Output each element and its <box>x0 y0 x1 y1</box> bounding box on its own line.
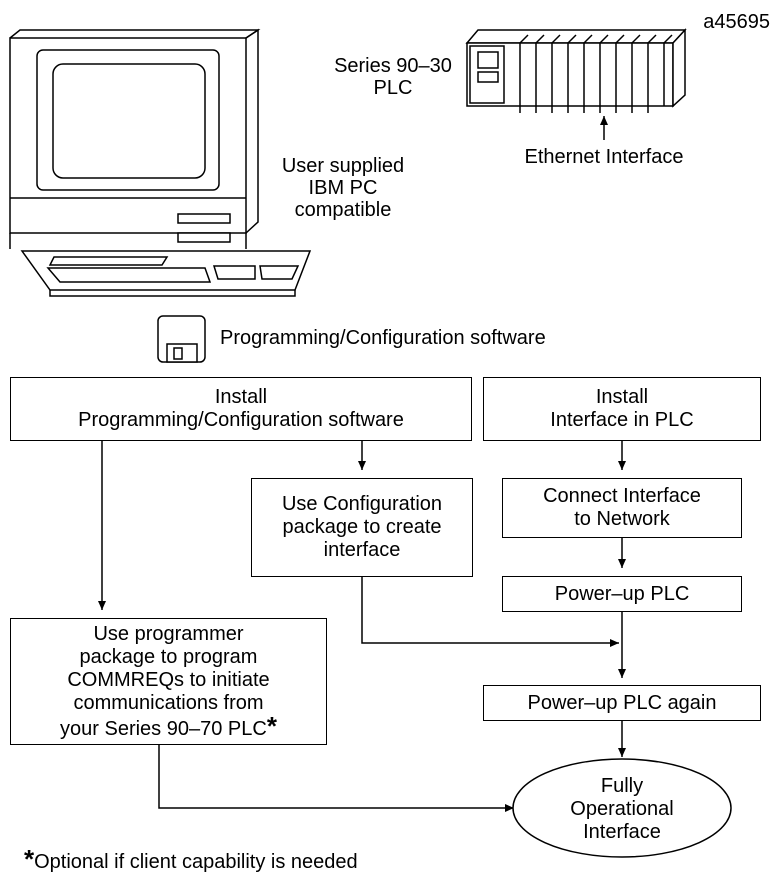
pc-label: User supplied IBM PC compatible <box>258 155 428 221</box>
pc-label-line-2: IBM PC <box>308 177 378 199</box>
use-configuration-box: Use Configuration package to create inte… <box>251 478 473 577</box>
connect-interface-line-2: to Network <box>574 508 670 530</box>
use-configuration-line-1: Use Configuration <box>281 493 443 515</box>
fully-operational-line-2: Operational <box>570 798 674 820</box>
install-interface-box: Install Interface in PLC <box>483 377 761 441</box>
footnote: *Optional if client capability is needed <box>24 846 358 873</box>
footnote-text: Optional if client capability is needed <box>34 851 358 873</box>
footnote-asterisk: * <box>24 844 35 874</box>
connect-interface-box: Connect Interface to Network <box>502 478 742 538</box>
flow-connectors <box>98 441 626 812</box>
power-up-box: Power–up PLC <box>502 576 742 612</box>
use-configuration-line-2: package to create <box>282 516 442 538</box>
plc-label-line-2: PLC <box>373 77 413 99</box>
use-configuration-line-3: interface <box>323 539 401 561</box>
computer-icon <box>9 28 312 297</box>
use-programmer-line-1: Use programmer <box>93 622 244 645</box>
fully-operational-ellipse <box>512 758 732 858</box>
figure-id: a45695 <box>703 11 770 33</box>
power-up-again-line-1: Power–up PLC again <box>527 691 717 714</box>
plc-label-line-1: Series 90–30 <box>334 55 452 77</box>
software-label: Programming/Configuration software <box>220 327 546 349</box>
use-programmer-line-5: your Series 90–70 PLC* <box>60 710 277 741</box>
use-programmer-line-4: communications from <box>73 691 264 714</box>
use-programmer-line-3: COMMREQs to initiate <box>67 668 270 691</box>
use-programmer-line-2: package to program <box>79 645 258 668</box>
power-up-again-box: Power–up PLC again <box>483 685 761 721</box>
fully-operational-line-3: Interface <box>583 821 661 843</box>
power-up-line-1: Power–up PLC <box>554 582 690 605</box>
fully-operational-label: Fully Operational Interface <box>540 775 704 844</box>
floppy-disk-icon <box>157 315 206 363</box>
pc-label-line-1: User supplied <box>281 155 405 177</box>
install-software-box: Install Programming/Configuration softwa… <box>10 377 472 441</box>
fully-operational-line-1: Fully <box>600 775 644 797</box>
ethernet-interface-label: Ethernet Interface <box>524 146 684 168</box>
install-interface-line-2: Interface in PLC <box>550 409 694 431</box>
pc-label-line-3: compatible <box>294 199 392 221</box>
asterisk-marker: * <box>266 710 277 741</box>
plc-label: Series 90–30 PLC <box>318 55 468 99</box>
use-programmer-box: Use programmer package to program COMMRE… <box>10 618 327 745</box>
plc-rack-icon <box>465 28 687 113</box>
install-software-line-2: Programming/Configuration software <box>78 409 404 431</box>
install-software-line-1: Install <box>214 386 268 408</box>
install-interface-line-1: Install <box>595 386 649 408</box>
connect-interface-line-1: Connect Interface <box>543 485 701 507</box>
